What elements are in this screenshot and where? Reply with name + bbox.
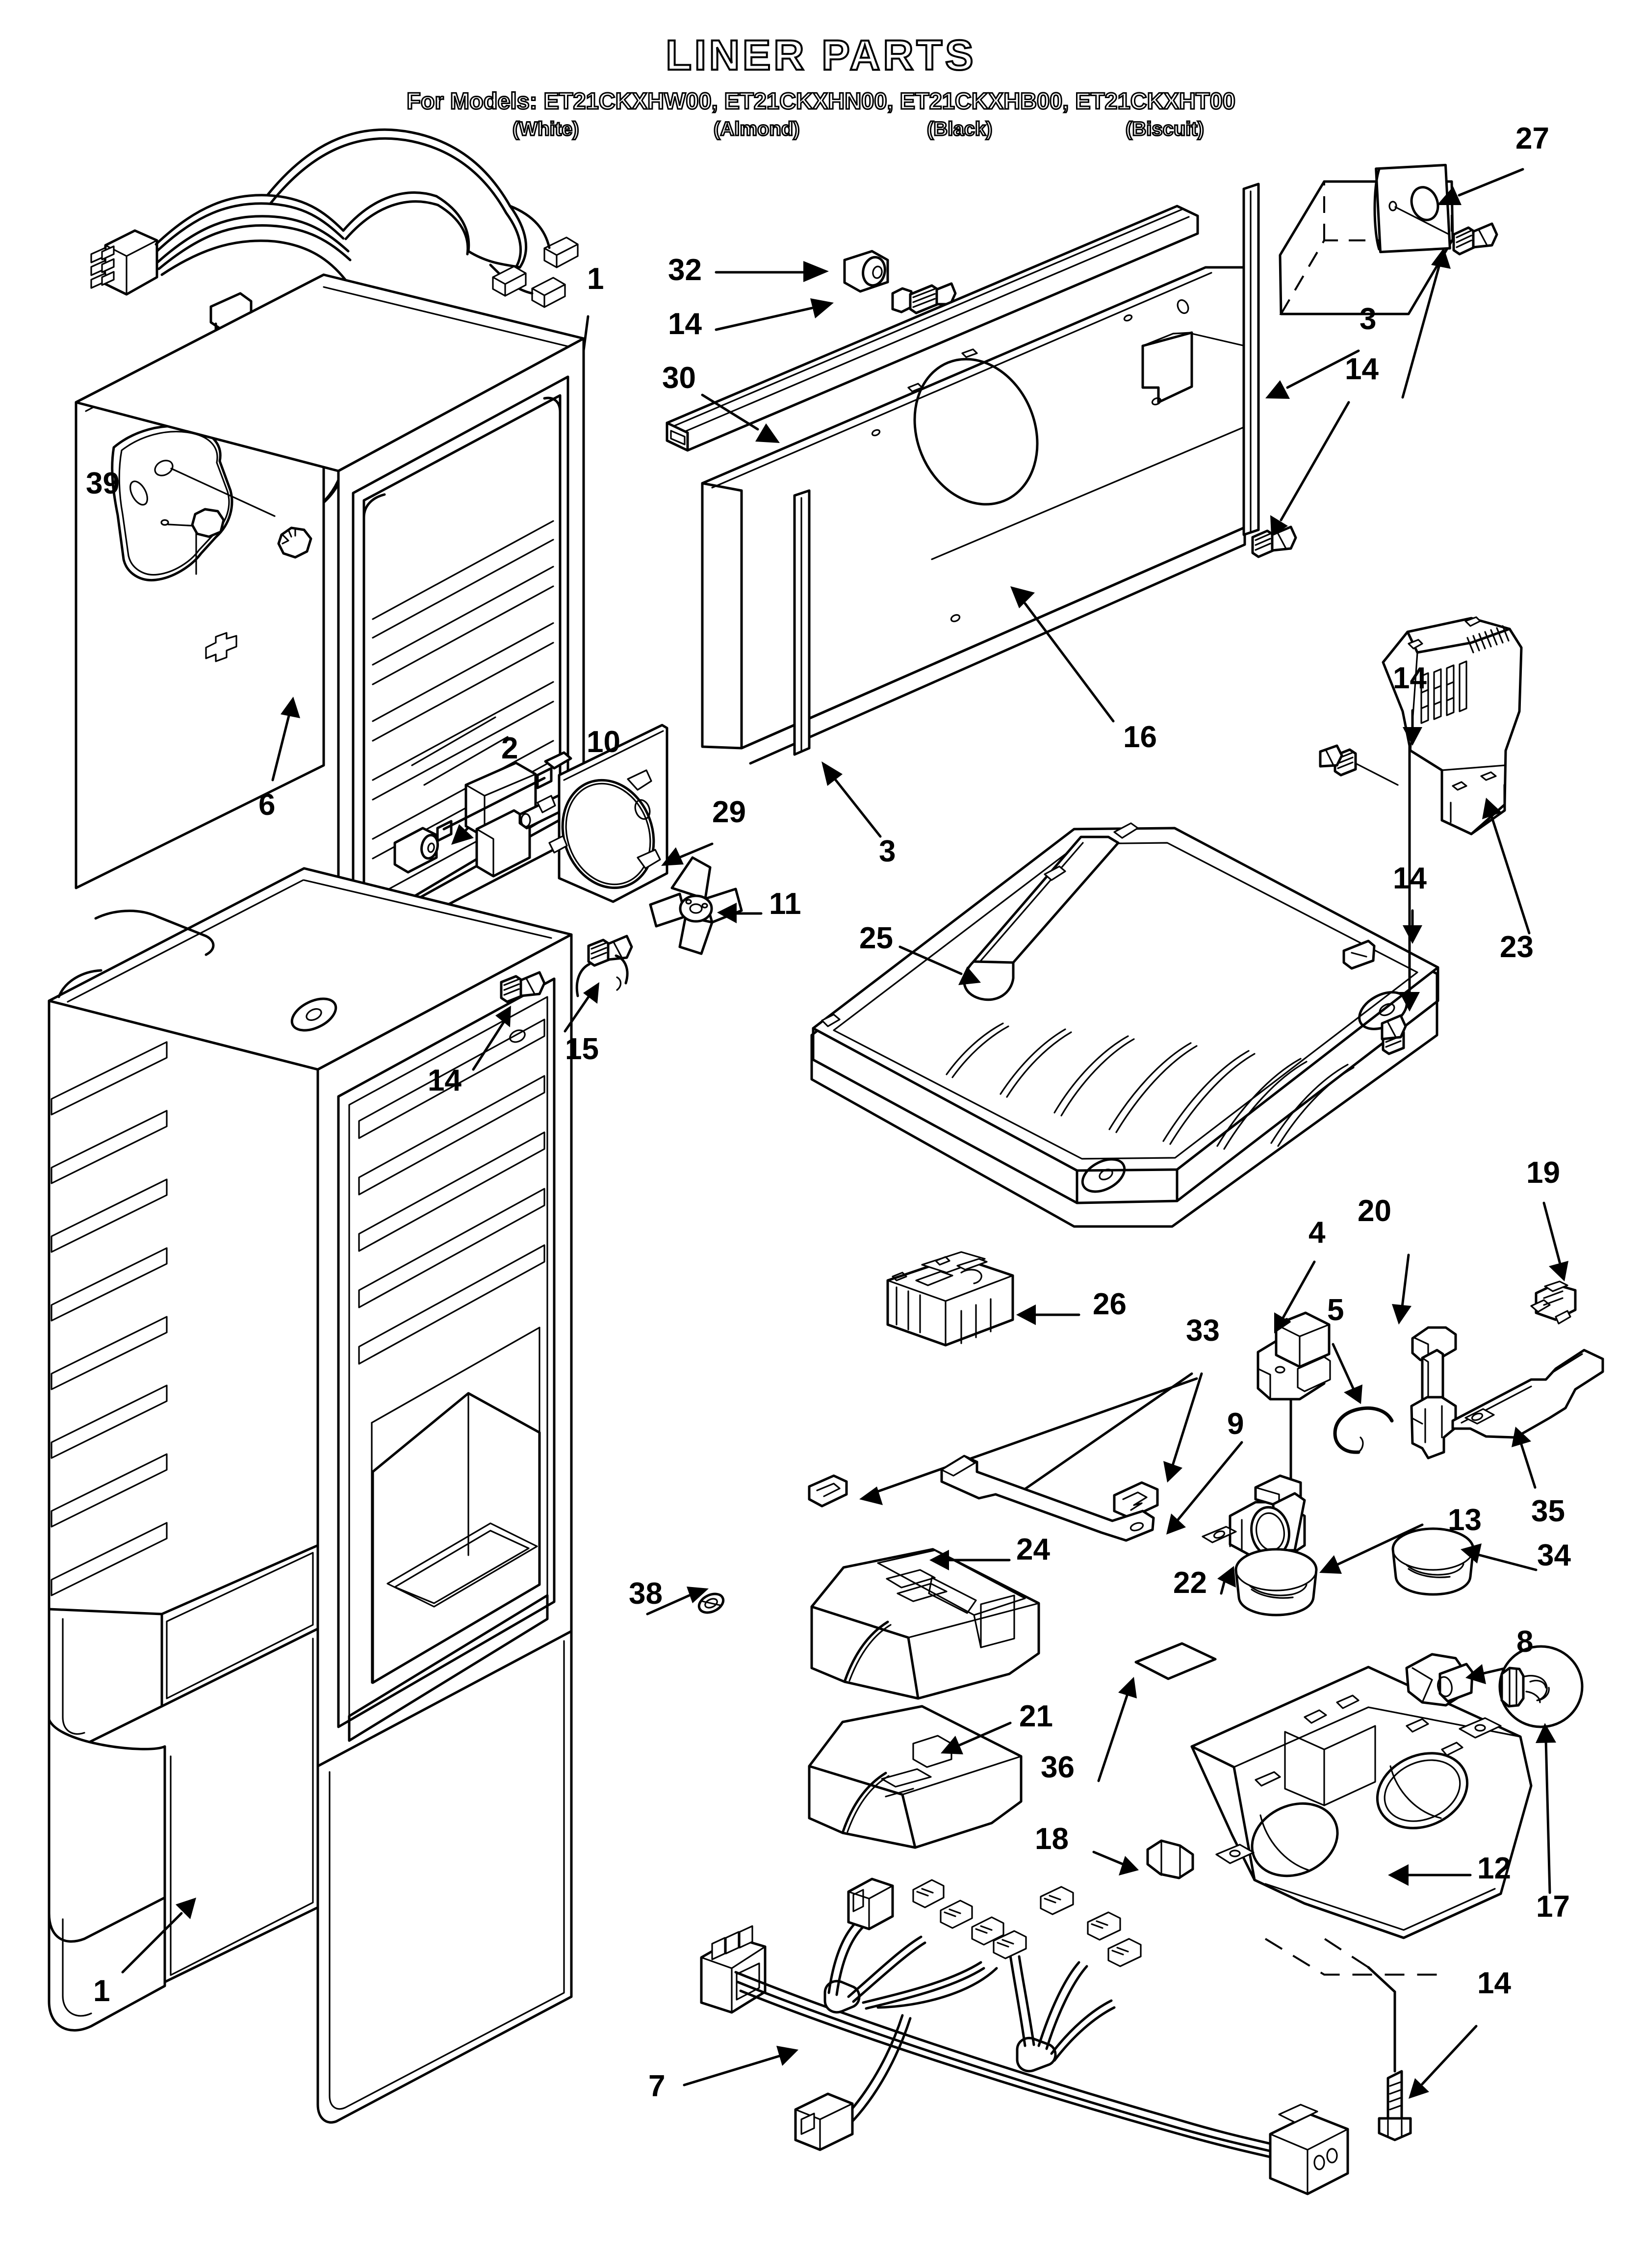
callout-13: 13 [1448,1503,1482,1537]
callout-19: 19 [1526,1156,1560,1190]
callout-32: 32 [668,253,702,287]
callout-14-c: 14 [428,1064,462,1097]
callout-21: 21 [1019,1699,1053,1733]
callout-20: 20 [1358,1194,1391,1228]
callout-29: 29 [712,795,746,829]
callout-36: 36 [1041,1750,1075,1784]
callout-1-bot: 1 [93,1974,110,2008]
part-fan-blade [649,856,763,955]
callout-2: 2 [501,731,518,765]
callout-25: 25 [859,921,893,955]
part-evaporator-assembly [393,716,763,1071]
callout-18: 18 [1035,1822,1069,1856]
part-rear-panel [701,266,1246,765]
part-side-rail-right [1242,182,1360,536]
part-screw-duct-upper [1319,709,1422,786]
callout-14-b: 14 [1345,352,1379,386]
part-trim-strip [666,205,1199,452]
part-linkage [1451,1349,1604,1489]
callout-22: 22 [1173,1566,1207,1600]
callout-23: 23 [1500,930,1534,964]
callout-12: 12 [1477,1851,1511,1885]
part-lever-arm [1392,1253,1457,1460]
part-terminal-block [886,1251,1080,1347]
part-spacer-bushing [715,250,889,293]
part-cover-plate [1279,163,1524,399]
callout-10: 10 [587,725,620,759]
part-screw-drip-pan [1381,711,1420,1055]
part-diffuser-housing [808,1705,1023,1849]
part-wire-harness-lower [683,1877,1349,2195]
part-clip-lower [808,1372,1198,1508]
part-damper-motor [1257,1260,1331,1556]
part-pivot-bushing [1202,1474,1424,1574]
callout-26: 26 [1093,1287,1127,1321]
callout-8: 8 [1516,1625,1534,1659]
part-support-rod [940,1441,1243,1542]
part-light-bulb [1498,1645,1584,1894]
part-screw-duct-lower [1342,909,1422,970]
callout-3-top: 3 [1360,302,1377,336]
callout-15: 15 [565,1032,599,1066]
part-air-diffuser [810,1548,1040,1700]
part-grommet-22 [1217,1548,1318,1616]
callout-34: 34 [1537,1538,1571,1572]
part-connector-19 [1530,1201,1577,1325]
part-drip-pan [810,711,1439,1228]
callout-14-d: 14 [1393,661,1427,695]
part-retainer-ring [1332,1343,1394,1454]
part-screw-rail [1251,401,1350,558]
callout-27: 27 [1515,122,1549,156]
part-insulation-pad [1097,1642,1217,1782]
part-lamp-socket [1405,1653,1512,1707]
callout-30: 30 [662,361,696,395]
part-screw-14-nut [587,935,633,967]
callout-24: 24 [1016,1533,1050,1566]
callout-4: 4 [1308,1216,1326,1250]
callout-38: 38 [629,1577,663,1611]
callout-16: 16 [1123,720,1157,754]
callout-7: 7 [648,2069,666,2103]
part-cabinet-liner [48,273,725,2124]
callout-35: 35 [1531,1494,1565,1528]
callout-14-e: 14 [1393,861,1427,895]
callout-1-top: 1 [587,262,604,296]
callout-17: 17 [1536,1890,1570,1924]
part-screw-bottom-right [1318,1934,1478,2141]
part-side-rail-mid [793,489,882,838]
callout-14-f: 14 [1477,1966,1511,2000]
part-light-housing [1190,1666,1533,1976]
callout-33: 33 [1186,1314,1220,1348]
callout-39: 39 [86,467,120,500]
callout-6: 6 [258,788,276,822]
part-grommet-34 [1391,1527,1538,1596]
callout-5: 5 [1327,1293,1344,1327]
part-screw-14-cabinet [472,971,546,1071]
callout-14-a: 14 [668,307,702,341]
part-air-duct [1319,616,1531,970]
part-clip-upper [1113,1372,1203,1519]
callout-9: 9 [1227,1407,1244,1441]
part-screw-32 [715,282,957,331]
part-lamp-fuse [1092,1839,1194,1879]
callout-11: 11 [769,887,801,921]
part-nut-15 [564,954,629,1033]
callout-3-mid: 3 [879,834,896,868]
